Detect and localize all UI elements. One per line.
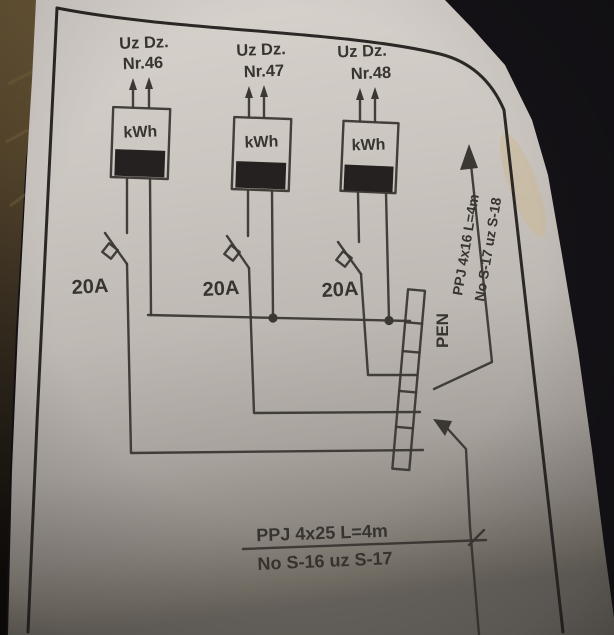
breaker-2-rating: 20A	[202, 277, 240, 301]
meter-1-unit-label: kWh	[123, 123, 157, 141]
meter-2-unit-label: kWh	[244, 133, 278, 151]
meter-2-pen-wire	[270, 189, 275, 320]
meter-1-title: Uz Dz.	[119, 33, 169, 53]
meter-1-number: Nr.46	[123, 54, 164, 73]
junction-dot	[384, 315, 394, 326]
meter-2-title: Uz Dz.	[236, 40, 286, 60]
meter-2-number: Nr.47	[244, 62, 285, 81]
meter-3-unit-label: kWh	[351, 137, 385, 155]
pen-label: PEN	[433, 313, 452, 348]
meter-3-terminal-band	[343, 164, 394, 193]
breaker-1-rating: 20A	[71, 275, 109, 299]
meter-1-pen-wire	[148, 177, 153, 317]
meter-1-terminal-band	[114, 149, 166, 178]
meter-3-number: Nr.48	[351, 64, 392, 83]
breaker-3-rating: 20A	[321, 278, 359, 302]
junction-dot	[268, 313, 278, 323]
meter-2-terminal-band	[235, 161, 287, 190]
meter-3-title: Uz Dz.	[337, 42, 387, 62]
meter-3-phase-wire	[356, 191, 361, 244]
